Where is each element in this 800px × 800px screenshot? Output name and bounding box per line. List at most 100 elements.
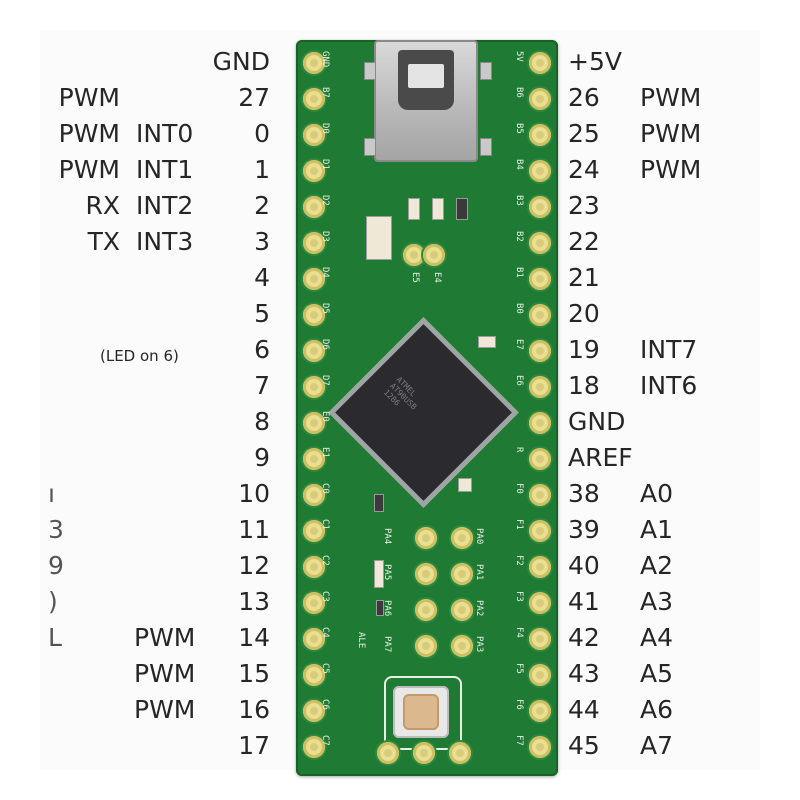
right-edge-pad [529, 376, 551, 398]
crystal [366, 216, 392, 260]
left-edge-pad [303, 736, 325, 758]
pin-function-label: PWM [134, 659, 196, 688]
left-silkscreen-label: D1 [320, 159, 330, 170]
left-silkscreen-label: E0 [320, 411, 330, 422]
inner-pad [451, 635, 473, 657]
program-button[interactable] [393, 686, 449, 738]
inner-silkscreen-label: PA5 [382, 564, 392, 581]
left-edge-pad [303, 700, 325, 722]
right-silkscreen-label: B2 [514, 231, 524, 242]
pin-number-label: AREF [568, 443, 633, 472]
pin-number-label: 40 [568, 551, 600, 580]
left-silkscreen-label: GND [320, 51, 330, 68]
left-silkscreen-label: C7 [320, 735, 330, 746]
left-edge-pad [303, 304, 325, 326]
left-silkscreen-label: C1 [320, 519, 330, 530]
pin-function-label: PWM [134, 695, 196, 724]
left-edge-pad [303, 124, 325, 146]
pin-function-label: PWM [58, 83, 120, 112]
inner-pad [415, 599, 437, 621]
pin-number-label: +5V [568, 47, 622, 76]
right-silkscreen-label: B3 [514, 195, 524, 206]
pin-number-label: 26 [568, 83, 600, 112]
left-edge-pad [303, 628, 325, 650]
right-silkscreen-label: R [514, 447, 524, 453]
pin-number-label: 45 [568, 731, 600, 760]
usb-connector [364, 40, 492, 162]
pin-number-label: 41 [568, 587, 600, 616]
right-edge-pad [529, 52, 551, 74]
right-silkscreen-label: F5 [514, 663, 524, 674]
left-silkscreen-label: D5 [320, 303, 330, 314]
pin-function-label: A0 [640, 479, 674, 508]
right-edge-pad [529, 628, 551, 650]
small-pad [423, 244, 445, 266]
pin-number-label: 38 [568, 479, 600, 508]
left-silkscreen-label: D3 [320, 231, 330, 242]
pin-number-label: 42 [568, 623, 600, 652]
pin-function-label: PWM [640, 155, 702, 184]
left-silkscreen-label: D0 [320, 123, 330, 134]
pin-number-label: 43 [568, 659, 600, 688]
left-edge-pad [303, 520, 325, 542]
inner-silkscreen-label: PA3 [474, 636, 484, 653]
left-edge-pad [303, 592, 325, 614]
inner-pad [451, 527, 473, 549]
right-silkscreen-label: F3 [514, 591, 524, 602]
inner-pad [451, 599, 473, 621]
usb-leg [364, 62, 376, 80]
right-edge-pad [529, 160, 551, 182]
top-silkscreen-label: E4 [432, 272, 442, 283]
right-edge-pad [529, 736, 551, 758]
pin-function-label: A2 [640, 551, 674, 580]
pin-number-label: GND [568, 407, 626, 436]
pin-function-label: PWM [134, 623, 196, 652]
left-silkscreen-label: C2 [320, 555, 330, 566]
pin-function-label: INT1 [136, 155, 194, 184]
left-silkscreen-label: D4 [320, 267, 330, 278]
right-silkscreen-label: F7 [514, 735, 524, 746]
right-edge-pad [529, 664, 551, 686]
left-edge-pad [303, 448, 325, 470]
resistor [432, 198, 444, 220]
cropped-label-fragment: 3 [48, 515, 64, 544]
usb-leg [364, 138, 376, 156]
right-silkscreen-label: E6 [514, 375, 524, 386]
pin-number-label: 25 [568, 119, 600, 148]
pin-number-label: 15 [238, 659, 270, 688]
right-silkscreen-label: B0 [514, 303, 524, 314]
pin-number-label: 8 [254, 407, 270, 436]
cropped-label-fragment: ı [48, 479, 55, 508]
pin-number-label: 13 [238, 587, 270, 616]
inner-silkscreen-label: PA0 [474, 528, 484, 545]
left-edge-pad [303, 232, 325, 254]
small-pad [403, 244, 425, 266]
pin-number-label: 27 [238, 83, 270, 112]
inner-pad [415, 635, 437, 657]
cropped-label-fragment: ) [48, 587, 58, 616]
pin-number-label: 14 [238, 623, 270, 652]
usb-tongue [408, 64, 444, 88]
left-silkscreen-label: C4 [320, 627, 330, 638]
capacitor [376, 600, 384, 616]
left-edge-pad [303, 376, 325, 398]
pin-function-label: A5 [640, 659, 674, 688]
pin-number-label: 0 [254, 119, 270, 148]
left-silkscreen-label: C5 [320, 663, 330, 674]
cropped-label-fragment: L [48, 623, 62, 652]
pin-function-label: PWM [58, 155, 120, 184]
right-edge-pad [529, 196, 551, 218]
left-edge-pad [303, 268, 325, 290]
right-edge-pad [529, 232, 551, 254]
right-edge-pad [529, 88, 551, 110]
right-edge-pad [529, 304, 551, 326]
capacitor [456, 198, 468, 220]
program-button-cap[interactable] [403, 694, 439, 730]
capacitor [458, 478, 472, 492]
pin-function-label: PWM [58, 119, 120, 148]
chip-marking: ATMEL AT90USB 1286 [381, 375, 419, 412]
pin-number-label: 9 [254, 443, 270, 472]
left-edge-pad [303, 664, 325, 686]
pin-number-label: 1 [254, 155, 270, 184]
